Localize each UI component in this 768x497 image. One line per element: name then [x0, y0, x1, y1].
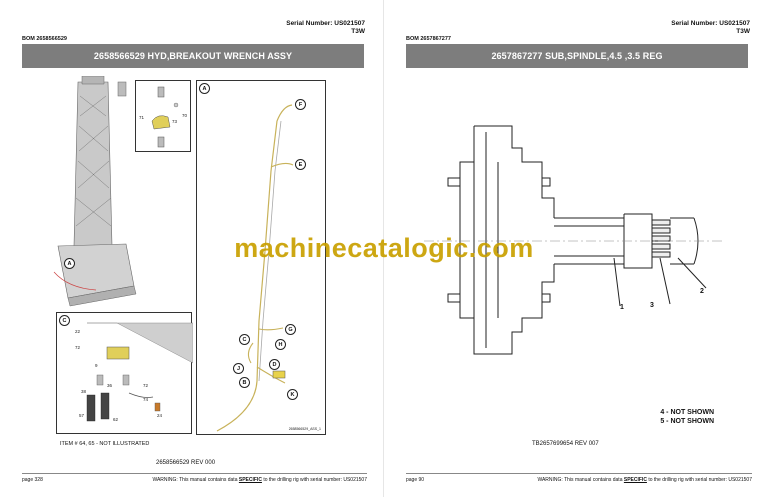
- warning-suffix: to the drilling rig with serial number: …: [261, 477, 367, 483]
- warning-suffix: to the drilling rig with serial number: …: [646, 477, 752, 483]
- part-label: 9: [95, 363, 98, 368]
- part-label: 36: [107, 383, 113, 388]
- not-shown-item: 5 - NOT SHOWN: [660, 418, 714, 425]
- serial-number-header: Serial Number: US021507 T3W: [671, 20, 750, 36]
- view-c-box-callout: C: [59, 315, 70, 326]
- part-label: 38: [81, 389, 87, 394]
- part-label: 24: [157, 413, 163, 418]
- assembly-title-banner: 2657867277 SUB,SPINDLE,4.5 ,3.5 REG: [406, 44, 748, 68]
- left-catalog-page: Serial Number: US021507 T3W BOM 26585665…: [22, 0, 384, 497]
- right-catalog-page: Serial Number: US021507 T3W BOM 26578672…: [384, 0, 768, 497]
- view-a-callout-tower: A: [64, 258, 75, 269]
- revision-label: TB2657699654 REV 007: [532, 441, 599, 447]
- page-footer: page 90 WARNING: This manual contains da…: [406, 473, 752, 483]
- item-number-2: 2: [700, 288, 704, 295]
- warning-prefix: WARNING: This manual contains data: [537, 477, 624, 483]
- part-label: 74: [143, 397, 149, 402]
- hose-callout-d: D: [269, 359, 280, 370]
- not-shown-item: 4 - NOT SHOWN: [660, 409, 714, 416]
- part-label: 72: [143, 383, 149, 388]
- not-shown-notes: 4 - NOT SHOWN 5 - NOT SHOWN: [660, 408, 714, 426]
- hose-callout-k: K: [287, 389, 298, 400]
- hose-callout-b: B: [239, 377, 250, 388]
- item-number-3: 3: [650, 302, 654, 309]
- serial-number-label: Serial Number: US021507: [286, 20, 365, 27]
- revision-label: 2658566529 REV 000: [156, 460, 216, 466]
- warning-text: WARNING: This manual contains data SPECI…: [152, 477, 367, 483]
- part-label: 62: [113, 417, 119, 422]
- view-a-box-callout: A: [199, 83, 210, 94]
- warning-emphasis: SPECIFIC: [238, 477, 262, 483]
- view-a-hose-routing-box: A F E G H C D J B K 2658566529_ASS_1: [196, 80, 326, 435]
- model-label: T3W: [351, 28, 365, 35]
- page-number: page 328: [22, 477, 43, 483]
- spindle-sub-drawing: [424, 125, 724, 355]
- bom-number: BOM 2658566529: [22, 36, 67, 42]
- drill-tower-illustration: [53, 76, 137, 307]
- warning-emphasis: SPECIFIC: [623, 477, 647, 483]
- part-label: 57: [79, 413, 85, 418]
- warning-prefix: WARNING: This manual contains data: [152, 477, 239, 483]
- part-label: 72: [75, 345, 81, 350]
- page-footer: page 328 WARNING: This manual contains d…: [22, 473, 367, 483]
- hose-callout-j: J: [233, 363, 244, 374]
- warning-text: WARNING: This manual contains data SPECI…: [537, 477, 752, 483]
- item-number-1: 1: [620, 304, 624, 311]
- fitting-detail-box: 71 73 70: [135, 80, 191, 152]
- not-illustrated-note: ITEM # 64, 65 - NOT ILLUSTRATED: [60, 441, 150, 447]
- page-number: page 90: [406, 477, 425, 483]
- assembly-title-banner: 2658566529 HYD,BREAKOUT WRENCH ASSY: [22, 44, 364, 68]
- part-label: 70: [182, 113, 188, 118]
- part-label: 73: [172, 119, 178, 124]
- part-label: 22: [75, 329, 81, 334]
- hose-callout-c: C: [239, 334, 250, 345]
- serial-number-label: Serial Number: US021507: [671, 20, 750, 27]
- fitting-illustration: [151, 86, 179, 148]
- hose-callout-f: F: [295, 99, 306, 110]
- model-label: T3W: [736, 28, 750, 35]
- serial-number-header: Serial Number: US021507 T3W: [286, 20, 365, 36]
- hose-callout-g: G: [285, 324, 296, 335]
- bom-number: BOM 2657867277: [406, 36, 451, 42]
- part-label: 71: [139, 115, 145, 120]
- hose-callout-h: H: [275, 339, 286, 350]
- hose-routing-illustration: [216, 104, 294, 432]
- valve-parts-illustration: [86, 322, 194, 422]
- drawing-id: 2658566529_ASS_1: [288, 427, 321, 431]
- view-c-parts-box: C 22 72 9 36 72 38 74 57 62 24: [56, 312, 194, 434]
- hose-callout-e: E: [295, 159, 306, 170]
